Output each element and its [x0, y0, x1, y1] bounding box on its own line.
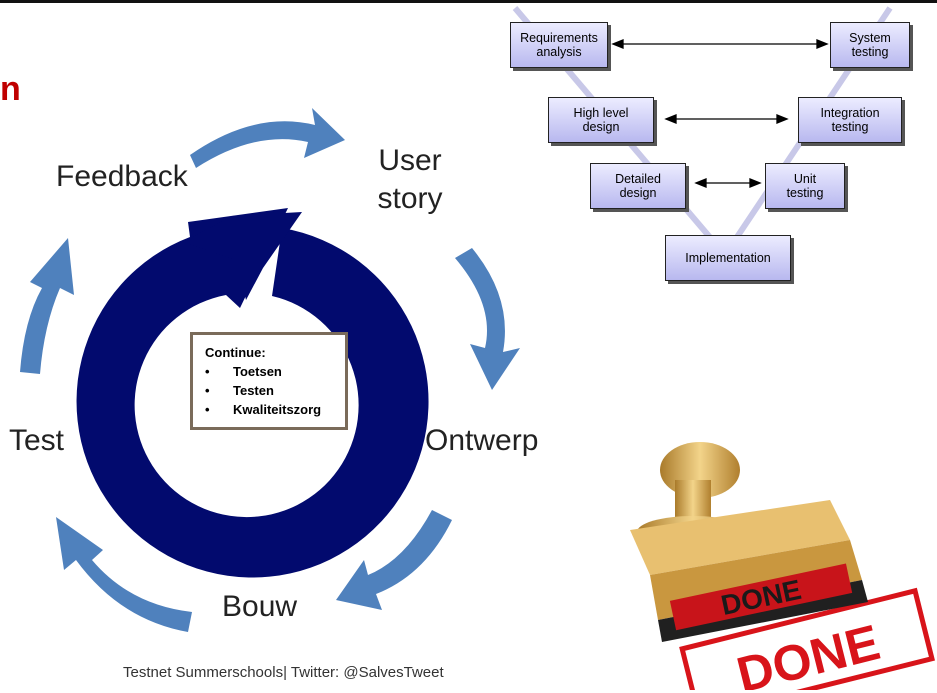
- arrow-test-to-feedback: [20, 238, 74, 374]
- arrow-userstory-to-ontwerp: [455, 248, 520, 390]
- done-stamp-illustration: DONE DONE: [630, 442, 935, 690]
- footer-text: Testnet Summerschools| Twitter: @SalvesT…: [123, 664, 444, 681]
- continuous-list: •Toetsen •Testen •Kwaliteitszorg: [205, 362, 337, 419]
- list-item: •Kwaliteitszorg: [205, 402, 322, 417]
- central-ring-arrowhead: [183, 212, 302, 300]
- central-cycle-ring: [76, 208, 429, 578]
- list-item: •Testen: [205, 383, 274, 398]
- stage-ontwerp-label: Ontwerp: [425, 424, 539, 457]
- vmodel-implementation: Implementation: [665, 235, 791, 281]
- stage-bouw-label: Bouw: [222, 590, 298, 623]
- page-title-fragment: n: [0, 70, 21, 108]
- stage-feedback-label: Feedback: [56, 160, 188, 193]
- cycle-diagram: [20, 108, 520, 632]
- stage-test-label: Test: [9, 424, 65, 457]
- continuous-activities-box: Continue: •Toetsen •Testen •Kwaliteitszo…: [190, 332, 348, 430]
- stage-user-story-line1: User: [378, 144, 442, 177]
- arrow-feedback-to-userstory: [190, 108, 345, 168]
- list-item: •Toetsen: [205, 364, 282, 379]
- stage-user-story-label: User story: [355, 142, 465, 218]
- top-border: [0, 0, 937, 3]
- arrow-bouw-to-test: [56, 517, 192, 632]
- arrow-ontwerp-to-bouw: [336, 510, 452, 610]
- continuous-heading: Continue:: [205, 345, 266, 360]
- stage-user-story-line2: story: [377, 182, 443, 215]
